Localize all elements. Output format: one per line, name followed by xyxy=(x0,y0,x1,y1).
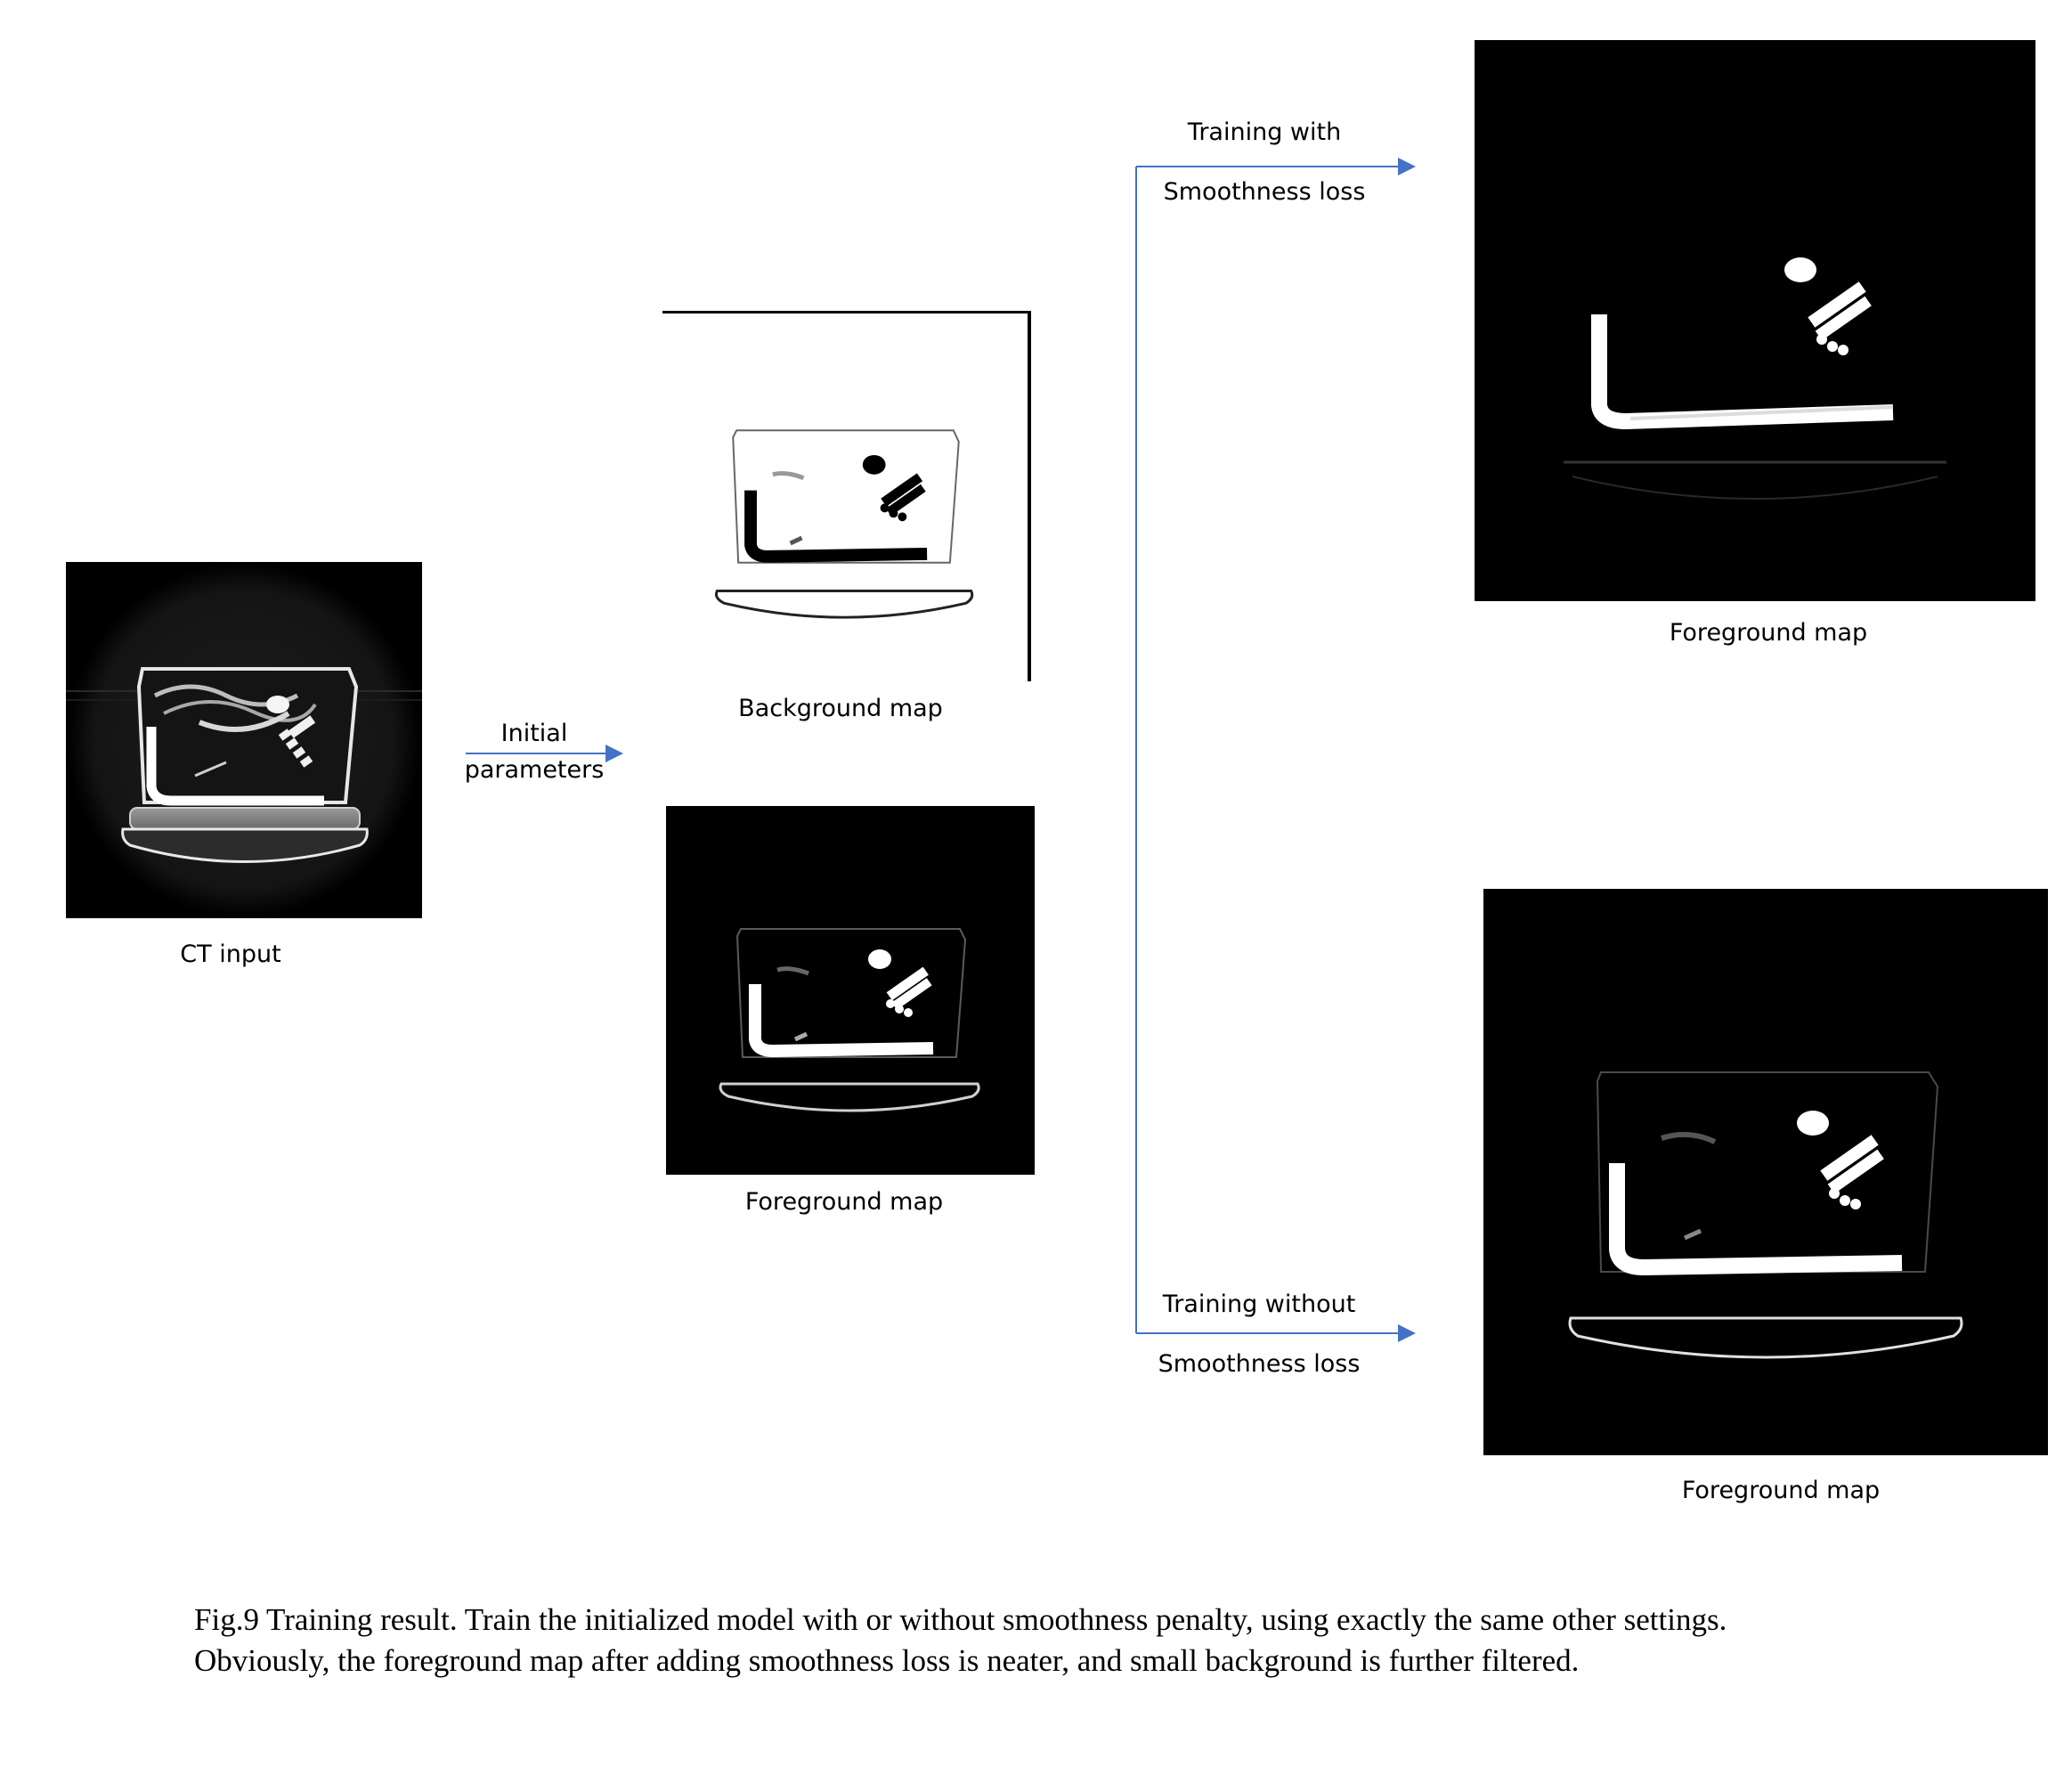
initial-background-map-image xyxy=(662,311,1031,681)
figure-caption: Fig.9 Training result. Train the initial… xyxy=(194,1600,1930,1681)
ct-input-image xyxy=(66,562,422,918)
without-smoothness-label-line2: Smoothness loss xyxy=(1158,1350,1361,1378)
with-smoothness-foreground-map-label: Foreground map xyxy=(1669,619,1868,647)
without-smoothness-foreground-map-label: Foreground map xyxy=(1681,1477,1881,1504)
caption-line-1: Fig.9 Training result. Train the initial… xyxy=(194,1602,1727,1637)
initial-foreground-map-label: Foreground map xyxy=(744,1188,944,1216)
without-smoothness-foreground-map-image xyxy=(1483,889,2048,1455)
with-smoothness-label-line1: Training with xyxy=(1187,118,1342,146)
initial-arrow-label-line1: Initial xyxy=(500,720,568,747)
initial-arrow-label-line2: parameters xyxy=(464,756,605,784)
with-smoothness-label-line2: Smoothness loss xyxy=(1163,178,1366,206)
ct-input-label: CT input xyxy=(180,940,281,968)
with-smoothness-foreground-map-image xyxy=(1475,40,2035,601)
initial-background-map-label: Background map xyxy=(738,695,943,722)
without-smoothness-label-line1: Training without xyxy=(1162,1291,1356,1318)
caption-line-2: Obviously, the foreground map after addi… xyxy=(194,1643,1580,1678)
initial-foreground-map-image xyxy=(666,806,1035,1175)
